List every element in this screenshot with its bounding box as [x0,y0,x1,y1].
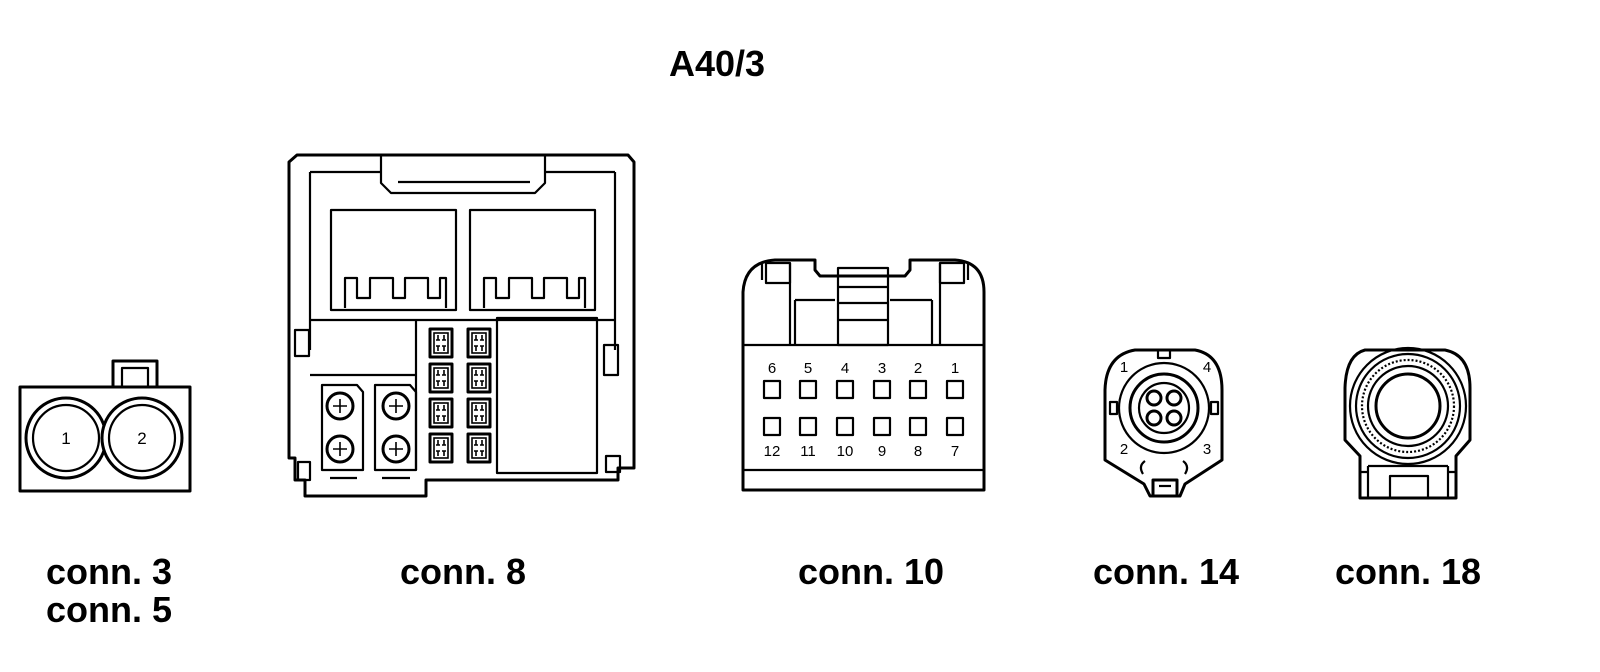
pin-label: 7 [951,443,959,460]
terminal-cavity [466,327,492,359]
pin-label: 4 [1203,359,1211,376]
pin-cavity [762,416,782,437]
pin-cavity [908,379,928,400]
connector-18-knurl-ring [1360,358,1456,454]
connector-10-drawing [741,258,986,492]
connector-8-drawing [287,153,636,498]
terminal-cavity [466,432,492,464]
connector-8-cavity-grid [428,327,492,464]
pin-cavity [872,379,892,400]
pin-label: 6 [768,360,776,377]
pin-label: 4 [841,360,849,377]
pin-label: 1 [61,429,70,448]
connector-18-drawing [1343,346,1472,500]
pin-cavity [762,379,782,400]
connector-caption: conn. 14 [1093,551,1239,592]
terminal-cavity [428,362,454,394]
pin-label: 3 [878,360,886,377]
pin-cavity [945,416,965,437]
pin-cavity [945,379,965,400]
pin-label: 10 [837,443,854,460]
terminal-cavity [466,397,492,429]
pin-label: 1 [1120,359,1128,376]
connector-3-5-drawing: 1 2 [18,359,192,493]
connector-caption: conn. 3 [46,551,172,592]
pin-cavity [798,379,818,400]
diagram-title: A40/3 [669,43,765,84]
connector-14-drawing: 1 4 2 3 [1103,348,1224,498]
pin-label: 12 [764,443,781,460]
terminal-cavity [466,362,492,394]
pin-cavity [872,416,892,437]
terminal-cavity [428,397,454,429]
pin-cavity [835,416,855,437]
pin-cavity [908,416,928,437]
connector-caption: conn. 10 [798,551,944,592]
connector-caption: conn. 8 [400,551,526,592]
pin-label: 2 [1120,441,1128,458]
terminal-cavity [428,327,454,359]
terminal-cavity [428,432,454,464]
pin-label: 2 [914,360,922,377]
connector-10-pin-grid: 6 5 4 3 2 1 12 11 10 9 8 7 [762,360,965,460]
pin-cavity [835,379,855,400]
pin-label: 3 [1203,441,1211,458]
connector-caption: conn. 18 [1335,551,1481,592]
connector-caption: conn. 5 [46,589,172,630]
pin-label: 2 [137,429,146,448]
pin-label: 5 [804,360,812,377]
pin-label: 1 [951,360,959,377]
pin-label: 8 [914,443,922,460]
pin-cavity [798,416,818,437]
pin-label: 9 [878,443,886,460]
pin-label: 11 [800,443,816,460]
